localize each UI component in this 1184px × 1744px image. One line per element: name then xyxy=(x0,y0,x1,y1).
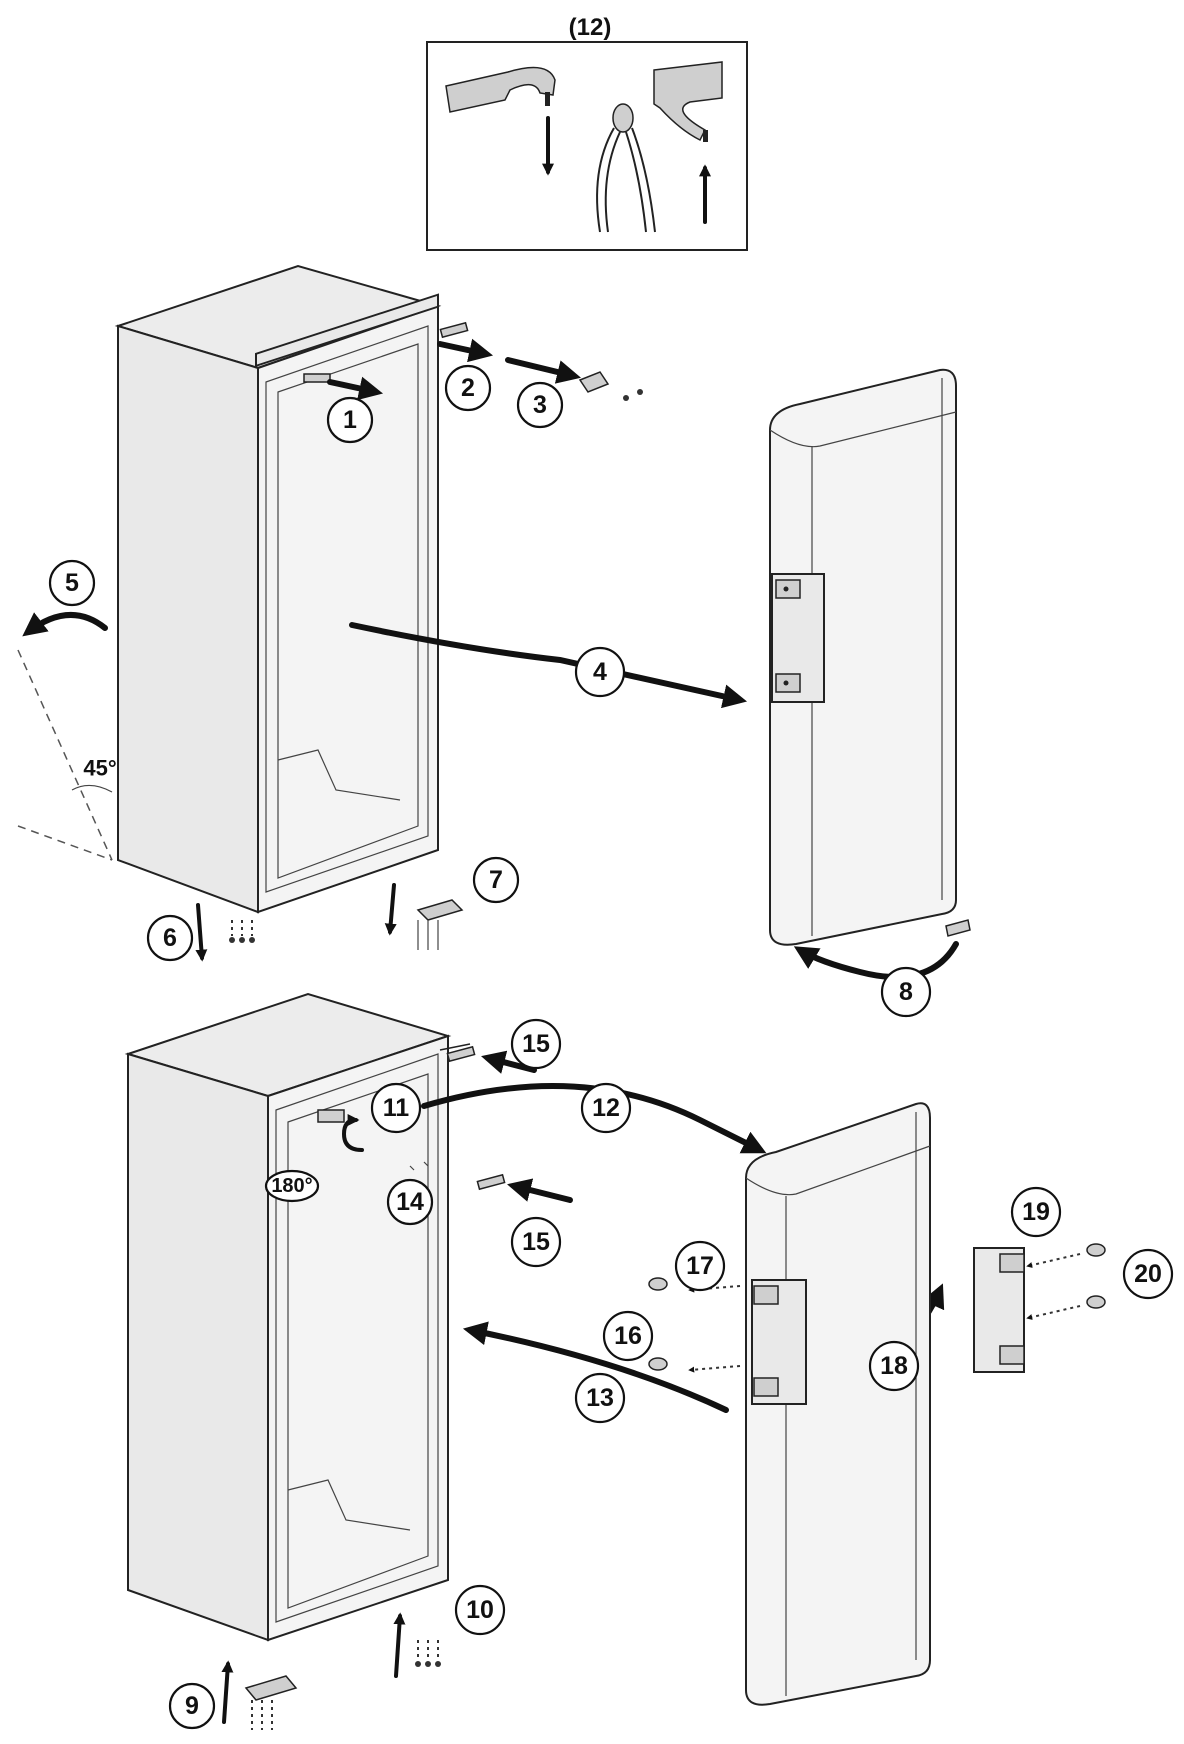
step-4: 4 xyxy=(574,646,626,698)
svg-text:12: 12 xyxy=(592,1094,620,1122)
svg-text:4: 4 xyxy=(593,658,607,686)
inset-frame xyxy=(426,41,748,251)
pliers-icon xyxy=(596,103,656,233)
step-10: 10 xyxy=(454,1584,506,1636)
svg-text:1: 1 xyxy=(343,406,357,434)
svg-text:19: 19 xyxy=(1022,1198,1050,1226)
step-5: 5 xyxy=(48,559,96,607)
svg-text:2: 2 xyxy=(461,374,475,402)
svg-text:13: 13 xyxy=(586,1384,614,1412)
step-15-lower: 15 xyxy=(510,1216,562,1268)
step-labels: 1 2 3 4 5 6 7 8 9 10 11 12 13 14 15 15 1… xyxy=(48,364,1174,1730)
upper-arrows xyxy=(22,338,959,981)
tilt-angle-label: 45° xyxy=(83,756,116,781)
svg-text:15: 15 xyxy=(522,1030,550,1058)
svg-text:18: 18 xyxy=(880,1352,908,1380)
svg-text:5: 5 xyxy=(65,569,79,597)
door-upper xyxy=(769,368,957,946)
step-3: 3 xyxy=(516,381,564,429)
step-18: 18 xyxy=(868,1340,920,1392)
door-lower xyxy=(745,1102,931,1706)
svg-text:15: 15 xyxy=(522,1228,550,1256)
step-16: 16 xyxy=(602,1310,654,1362)
cover-plug xyxy=(303,373,331,383)
cabinet-lower xyxy=(124,992,506,1642)
svg-text:10: 10 xyxy=(466,1596,494,1624)
step-20: 20 xyxy=(1122,1248,1174,1300)
svg-text:180°: 180° xyxy=(271,1175,312,1197)
step-9: 9 xyxy=(168,1682,216,1730)
svg-text:8: 8 xyxy=(899,978,913,1006)
rotate-angle-label: 180° xyxy=(264,1169,320,1203)
cabinet-upper xyxy=(17,264,442,914)
svg-text:7: 7 xyxy=(489,866,503,894)
svg-text:16: 16 xyxy=(614,1322,642,1350)
step-1: 1 xyxy=(326,396,374,444)
step-7: 7 xyxy=(472,856,520,904)
step-17: 17 xyxy=(674,1240,726,1292)
step-11: 11 xyxy=(370,1082,422,1134)
upper-hinge-left-icon xyxy=(445,66,556,176)
step-8: 8 xyxy=(880,966,932,1018)
step-13: 13 xyxy=(574,1372,626,1424)
step-6: 6 xyxy=(146,914,194,962)
step-15-upper: 15 xyxy=(510,1018,562,1070)
svg-text:9: 9 xyxy=(185,1692,199,1720)
step-19: 19 xyxy=(1010,1186,1062,1238)
svg-text:11: 11 xyxy=(383,1094,410,1122)
upper-hinge-parts xyxy=(229,321,971,950)
upper-hinge-right-icon xyxy=(653,61,723,224)
svg-text:14: 14 xyxy=(396,1188,424,1216)
step-14: 14 xyxy=(386,1178,434,1226)
svg-text:6: 6 xyxy=(163,924,177,952)
step-2: 2 xyxy=(444,364,492,412)
hinge-swap-inset: (12) xyxy=(426,14,748,251)
handle-detached xyxy=(648,1243,1106,1373)
lower-hinge-parts xyxy=(244,1161,441,1730)
svg-text:20: 20 xyxy=(1134,1260,1162,1288)
svg-text:17: 17 xyxy=(686,1252,714,1280)
step-12: 12 xyxy=(580,1082,632,1134)
inset-title: (12) xyxy=(569,14,612,41)
svg-text:3: 3 xyxy=(533,391,547,419)
